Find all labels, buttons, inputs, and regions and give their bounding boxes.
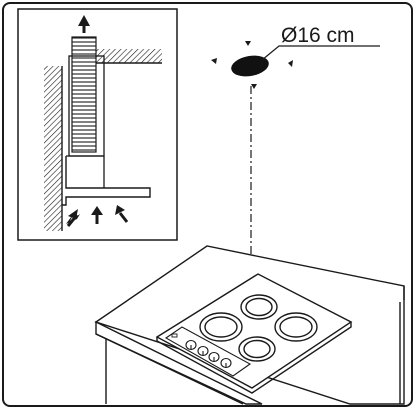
diameter-label: Ø16 cm [281, 24, 355, 47]
duct-hole-ellipse [231, 55, 269, 77]
up-arrow-icon [78, 15, 90, 33]
outward-arrow-icon [211, 41, 293, 89]
burner-right [274, 312, 318, 342]
inset-frame [17, 8, 178, 241]
diameter-leader-line [261, 45, 380, 61]
hood-body [62, 156, 151, 206]
burner-back [240, 294, 278, 320]
control-knobs [185, 339, 232, 369]
exhaust-duct [71, 36, 97, 153]
airflow-arrow-icon [115, 205, 129, 223]
hood-side-view-inset [17, 8, 178, 241]
ceiling [96, 49, 162, 63]
burner-left [199, 312, 243, 342]
wall [44, 66, 62, 231]
duct-hole [211, 41, 380, 89]
airflow-arrow-icon [91, 206, 103, 224]
countertop-with-hob [94, 245, 405, 405]
burner-front [238, 336, 276, 362]
airflow-arrow-icon [66, 209, 80, 227]
